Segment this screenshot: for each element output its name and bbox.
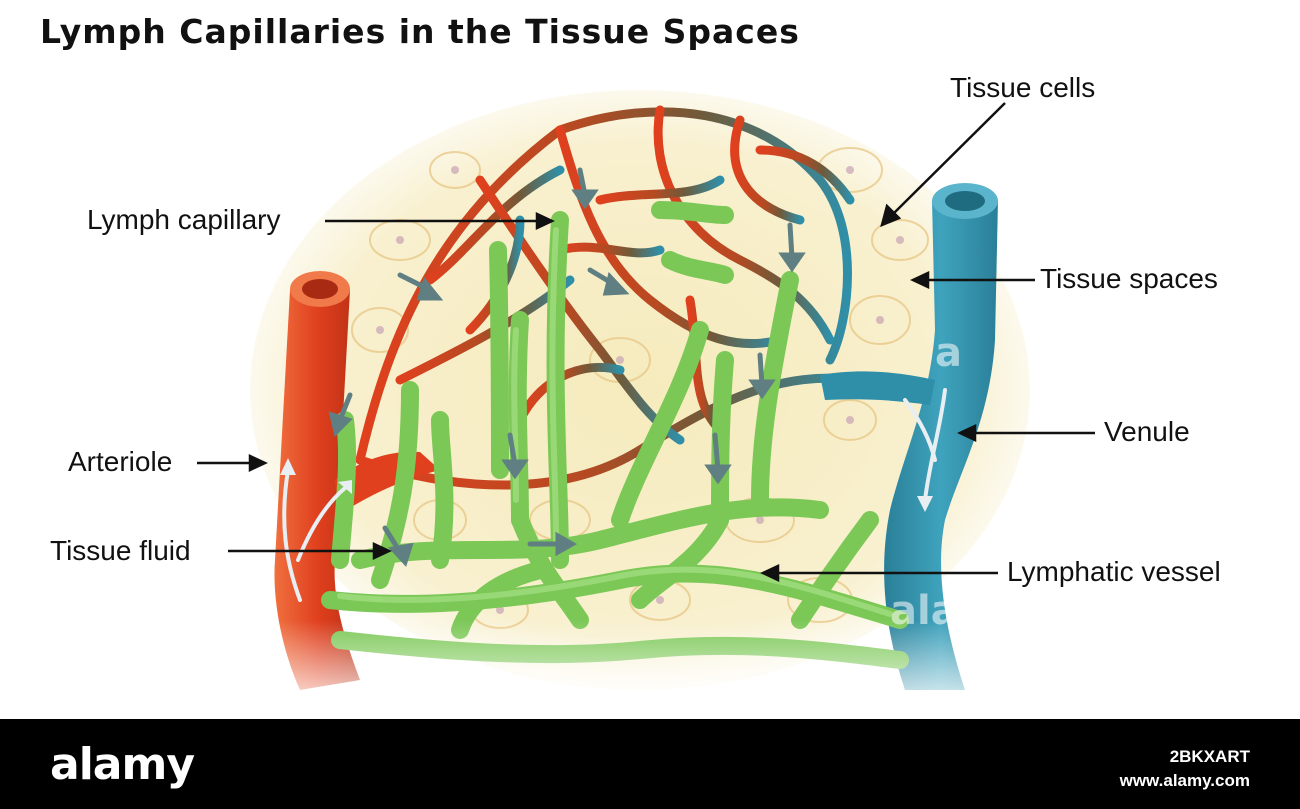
bottom-fade [240,620,1020,719]
diagram-illustration [0,0,1300,719]
watermark-footer: alamy 2BKXART www.alamy.com [0,719,1300,809]
label-lymph-capillary: Lymph capillary [87,204,280,236]
watermark-overlay-1: a [935,330,962,376]
label-lymphatic-vessel: Lymphatic vessel [1007,556,1221,588]
label-tissue-spaces: Tissue spaces [1040,263,1218,295]
alamy-logo: alamy [50,739,194,790]
label-venule: Venule [1104,416,1190,448]
image-code: 2BKXART [1120,745,1250,769]
watermark-overlay-2: ala [890,588,958,634]
diagram-title: Lymph Capillaries in the Tissue Spaces [40,12,800,51]
site-url: www.alamy.com [1120,769,1250,793]
label-tissue-cells: Tissue cells [950,72,1095,104]
watermark-info: 2BKXART www.alamy.com [1120,745,1250,793]
label-tissue-fluid: Tissue fluid [50,535,191,567]
label-arteriole: Arteriole [68,446,172,478]
